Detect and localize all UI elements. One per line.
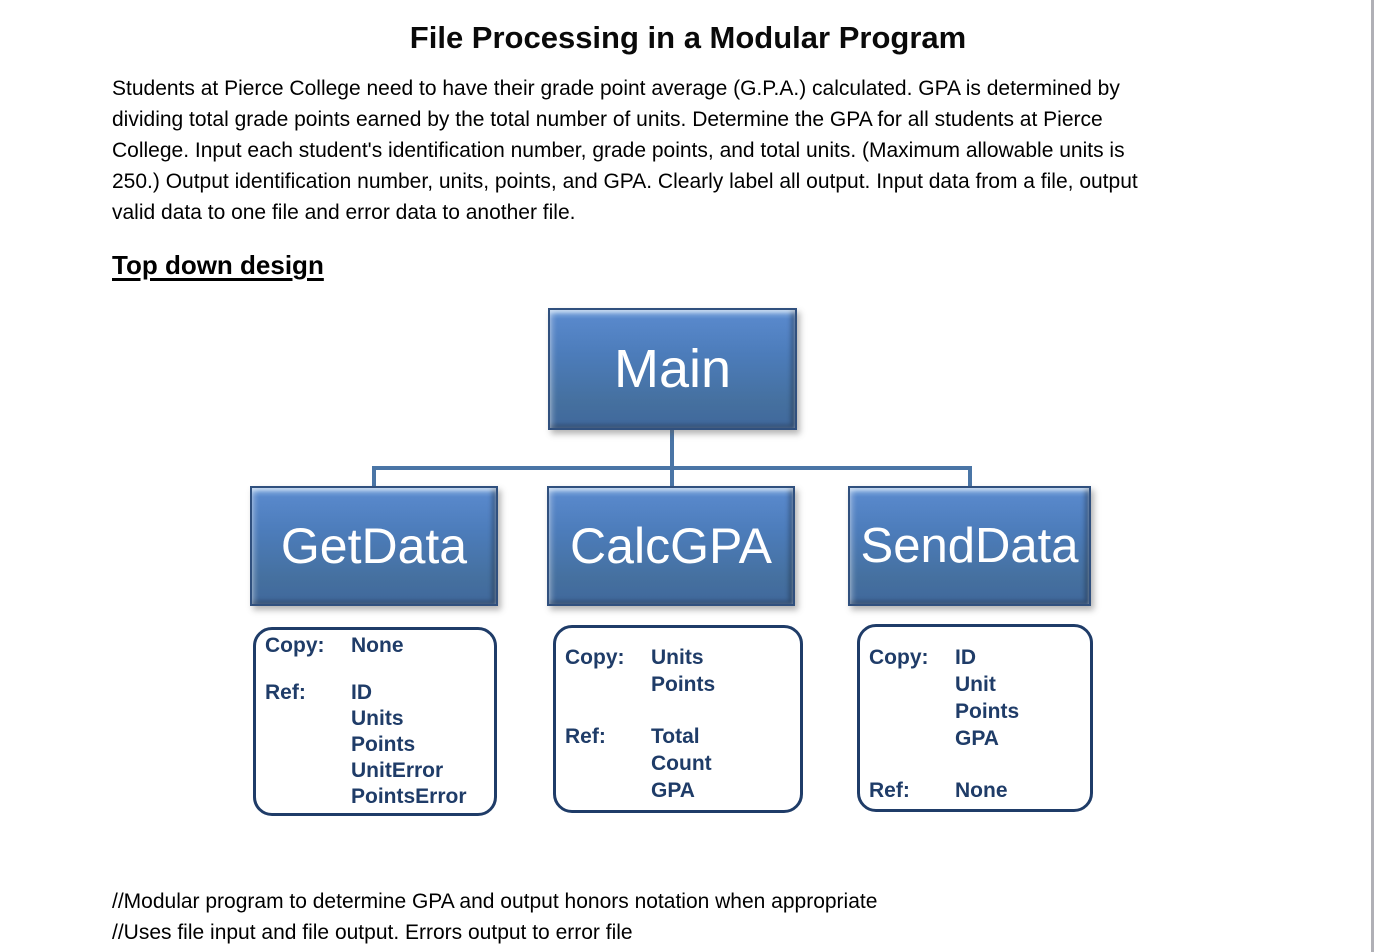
node-getdata-label: GetData (280, 518, 468, 574)
node-getdata: GetData (250, 486, 498, 606)
page-edge-line (1371, 0, 1374, 952)
params-getdata-ref-row: Ref: ID Units Points UnitError PointsErr… (265, 680, 486, 810)
ref-label: Ref: (565, 725, 606, 748)
params-calcgpa: Copy: Units Points Ref: Total Count GPA (553, 625, 803, 813)
node-calcgpa-label: CalcGPA (570, 518, 772, 574)
copy-values: Units Points (651, 646, 716, 696)
params-senddata-ref-row: Ref: None (869, 777, 1082, 804)
code-comment-line-1: //Modular program to determine GPA and o… (112, 890, 878, 913)
node-senddata: SendData (848, 486, 1091, 606)
node-main: Main (548, 308, 797, 430)
code-comment-line-2: //Uses file input and file output. Error… (112, 921, 633, 944)
copy-values: None (351, 634, 404, 657)
page-title: File Processing in a Modular Program (409, 20, 967, 55)
node-main-label: Main (613, 339, 732, 399)
params-senddata-copy-row: Copy: ID Unit Points GPA (869, 644, 1082, 752)
ref-label: Ref: (265, 681, 306, 704)
copy-label: Copy: (869, 646, 929, 669)
ref-label: Ref: (869, 779, 910, 802)
params-calcgpa-ref-row: Ref: Total Count GPA (565, 723, 792, 804)
params-calcgpa-copy-row: Copy: Units Points (565, 644, 792, 698)
params-senddata: Copy: ID Unit Points GPA Ref: None (857, 624, 1093, 812)
copy-values: ID Unit Points GPA (955, 646, 1020, 750)
copy-label: Copy: (565, 646, 625, 669)
ref-values: None (955, 779, 1008, 802)
copy-label: Copy: (265, 634, 325, 657)
params-getdata-copy-row: Copy: None (265, 633, 486, 659)
connector-main-stem (670, 429, 674, 468)
section-heading: Top down design (112, 250, 324, 280)
connector-drop-getdata (372, 468, 376, 488)
problem-statement: Students at Pierce College need to have … (112, 77, 1138, 224)
node-calcgpa: CalcGPA (547, 486, 795, 606)
ref-values: Total Count GPA (651, 725, 712, 802)
ref-values: ID Units Points UnitError PointsError (351, 681, 467, 808)
params-getdata: Copy: None Ref: ID Units Points UnitErro… (253, 627, 497, 816)
node-senddata-label: SendData (860, 519, 1079, 573)
connector-drop-senddata (968, 468, 972, 488)
connector-drop-calcgpa (670, 468, 674, 488)
